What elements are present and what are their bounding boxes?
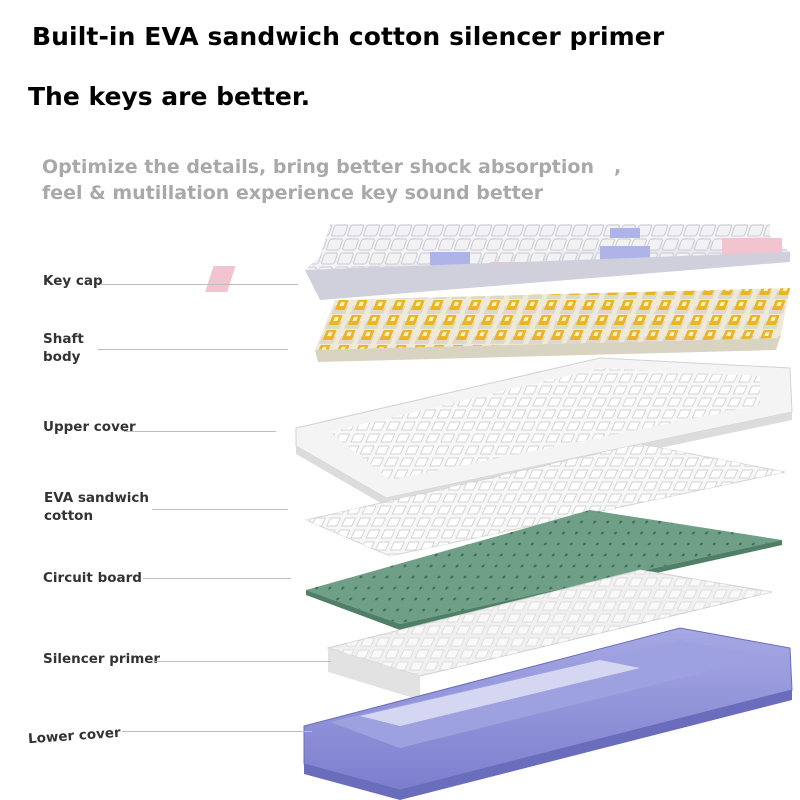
- leader-eva: [152, 509, 288, 510]
- eva-cotton-layer: [304, 443, 786, 557]
- keycap-layer: [205, 224, 790, 300]
- description-line-1: Optimize the details, bring better shock…: [42, 156, 594, 178]
- description-line-2: feel & mutillation experience key sound …: [42, 182, 544, 204]
- label-shaft-line-1: Shaft: [43, 331, 84, 347]
- page-title: Built-in EVA sandwich cotton silencer pr…: [32, 22, 665, 51]
- circuit-board-layer: [306, 510, 782, 630]
- leader-upper-cover: [124, 431, 276, 432]
- page-subtitle: The keys are better.: [28, 82, 311, 111]
- label-shaft-line-2: body: [43, 349, 81, 365]
- description-comma: ,: [614, 156, 622, 178]
- switch-layer: [315, 288, 790, 362]
- label-eva-line-2: cotton: [44, 508, 94, 524]
- leader-silencer-primer: [155, 661, 331, 662]
- lower-cover-layer: [303, 627, 793, 800]
- leader-key-cap: [100, 284, 298, 285]
- upper-cover-layer: [295, 357, 793, 506]
- label-eva-line-1: EVA sandwich: [44, 490, 150, 506]
- leader-shaft: [98, 349, 288, 350]
- label-key-cap: Key cap: [43, 273, 103, 289]
- label-circuit-board: Circuit board: [43, 570, 142, 586]
- silencer-primer-layer: [326, 569, 773, 700]
- leader-lower-cover: [122, 731, 312, 732]
- label-silencer-primer: Silencer primer: [43, 651, 161, 667]
- label-upper-cover: Upper cover: [43, 419, 136, 435]
- leader-circuit-board: [143, 578, 291, 579]
